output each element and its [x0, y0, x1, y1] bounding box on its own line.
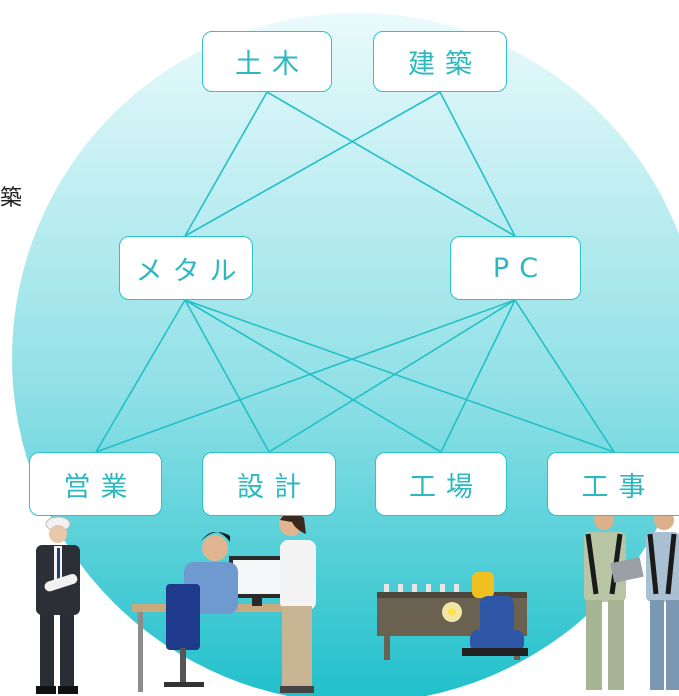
node-sekkei: 設計: [202, 452, 336, 516]
factory-welder-icon: [377, 572, 528, 660]
node-pc: PC: [450, 236, 581, 300]
line-doboku-metal: [184, 91, 268, 237]
connector-lines: [95, 91, 615, 453]
line-doboku-pc: [266, 91, 516, 237]
node-kojo: 工場: [375, 452, 507, 516]
clipped-side-text: 築: [0, 186, 23, 211]
sales-worker-icon: [36, 516, 80, 694]
line-metal-kojo: [184, 299, 442, 453]
node-eigyo: 営業: [29, 452, 162, 516]
line-metal-sekkei: [184, 299, 270, 453]
designer-office-icon: [132, 511, 316, 693]
node-koji: 工事: [547, 452, 679, 516]
line-pc-eigyo: [95, 299, 516, 453]
line-kenchiku-pc: [439, 91, 516, 237]
node-metal: メタル: [119, 236, 253, 300]
background-circle: [12, 13, 679, 696]
line-metal-koji: [184, 299, 615, 453]
line-pc-koji: [514, 299, 615, 453]
line-pc-sekkei: [268, 299, 516, 453]
line-kenchiku-metal: [184, 91, 441, 237]
line-metal-eigyo: [95, 299, 186, 453]
node-doboku: 土木: [202, 31, 332, 92]
node-kenchiku: 建築: [373, 31, 507, 92]
line-pc-kojo: [440, 299, 516, 453]
